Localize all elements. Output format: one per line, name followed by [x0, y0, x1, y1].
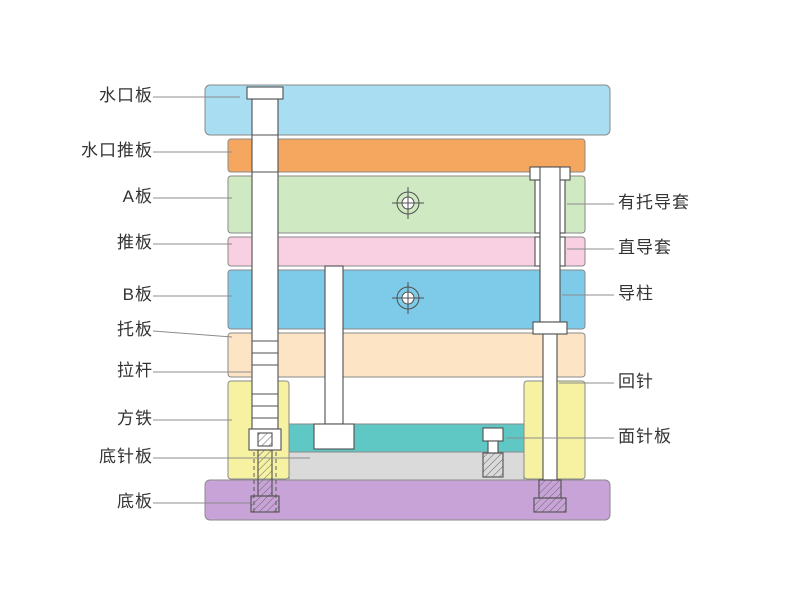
label-bottom-ejector-plate: 底针板 [99, 447, 153, 466]
leader-lines [152, 96, 614, 504]
label-b-plate: B板 [122, 285, 153, 304]
screw-thread-hatch [482, 452, 504, 478]
plate-support [227, 332, 586, 378]
pull-rod-cap [246, 86, 284, 100]
label-straight-guide-bushing: 直导套 [618, 238, 672, 257]
leader-support-plate [152, 330, 233, 338]
label-sprue-plate: 水口板 [99, 86, 153, 105]
label-return-pin: 回针 [618, 372, 654, 391]
return-rod [313, 265, 355, 450]
return-rod-foot [313, 423, 355, 450]
screw-hole-top [392, 187, 424, 219]
screw-hole-mid [392, 282, 424, 314]
label-a-plate: A板 [122, 187, 153, 206]
label-bottom-plate: 底板 [117, 492, 153, 511]
label-shouldered-guide-bushing: 有托导套 [618, 193, 690, 212]
ejector-plate-screw [482, 427, 504, 478]
plate-runner-stripper [227, 138, 586, 173]
label-pull-rod: 拉杆 [117, 361, 153, 380]
plate-stripper [227, 236, 586, 267]
pull-rod-thread-hatch [257, 432, 273, 447]
guide-pillar-shaft [542, 333, 558, 481]
pull-rod [246, 86, 284, 513]
screw-shaft [487, 440, 499, 454]
label-top-ejector-plate: 面针板 [618, 427, 672, 446]
plate-bottom [204, 479, 611, 521]
label-stripper-plate: 推板 [117, 233, 153, 252]
guide-pillar-upper [539, 166, 561, 323]
pillar-anchor-hatch [538, 479, 562, 499]
pillar-anchor-head-hatch [533, 497, 567, 513]
label-guide-pillar: 导柱 [618, 284, 654, 303]
guide-pillar-flange [532, 321, 568, 335]
guide-column [529, 166, 571, 513]
plate-sprue [204, 84, 611, 136]
screw-head [482, 427, 504, 442]
label-support-plate: 托板 [117, 320, 153, 339]
pull-rod-head-hatch [250, 495, 280, 513]
label-runner-stripper-plate: 水口推板 [81, 141, 153, 160]
label-spacer-block: 方铁 [117, 409, 153, 428]
pull-rod-shaft [251, 98, 279, 430]
pull-rod-lower-hatch [257, 449, 273, 497]
return-rod-shaft [324, 265, 344, 425]
